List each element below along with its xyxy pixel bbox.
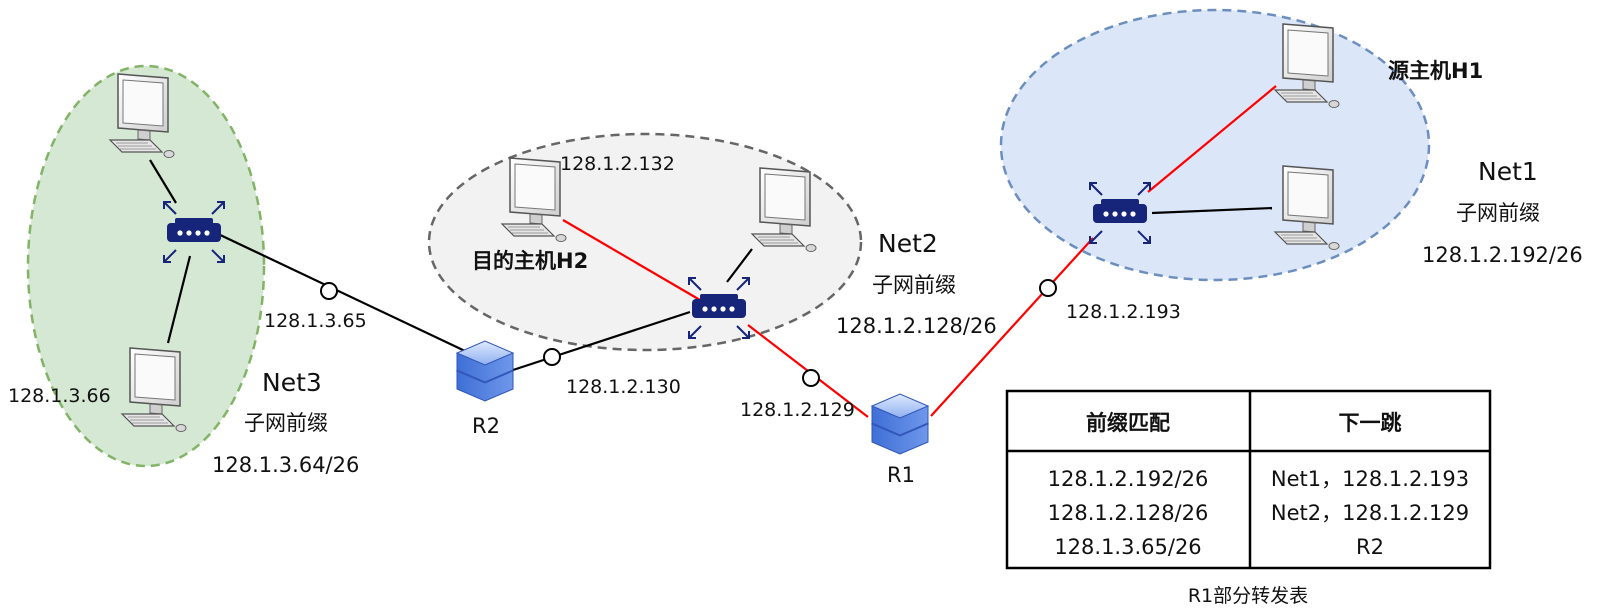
- table-row-1-nexthop: Net1，128.1.2.193: [1271, 467, 1469, 491]
- net2-prefix-label: 子网前缀: [872, 273, 956, 297]
- net1-name: Net1: [1478, 157, 1538, 186]
- net2-prefix: 128.1.2.128/26: [836, 314, 997, 338]
- net1-host-label: 源主机H1: [1388, 59, 1483, 83]
- net2-host-label: 目的主机H2: [472, 249, 588, 273]
- table-row-3-nexthop: R2: [1356, 535, 1384, 559]
- table-header-prefix: 前缀匹配: [1086, 411, 1170, 435]
- net3-prefix: 128.1.3.64/26: [212, 453, 359, 477]
- net3-region: [26, 64, 266, 468]
- r2-label: R2: [472, 414, 500, 438]
- table-row-3-prefix: 128.1.3.65/26: [1054, 535, 1201, 559]
- net2-name: Net2: [878, 229, 938, 258]
- interface-r1-net2: [802, 369, 820, 387]
- link-net2-pc-switch: [726, 248, 753, 283]
- net1-prefix: 128.1.2.192/26: [1422, 243, 1583, 267]
- interface-r2-net2: [543, 348, 561, 366]
- link-r2-net2-switch: [512, 310, 691, 372]
- link-net3-bottom-pc: [166, 255, 192, 344]
- r1-router-icon: [871, 393, 929, 455]
- interface-r1-net1: [1039, 279, 1057, 297]
- net3-name: Net3: [262, 368, 322, 397]
- table-caption: R1部分转发表: [1188, 585, 1308, 607]
- net1-prefix-label: 子网前缀: [1456, 201, 1540, 225]
- table-row-2-prefix: 128.1.2.128/26: [1048, 501, 1209, 525]
- table-header-nexthop: 下一跳: [1339, 411, 1402, 435]
- link-net2-h2-switch: [562, 219, 701, 301]
- link-r1-net1-switch: [930, 237, 1094, 417]
- net3-host-ip: 128.1.3.66: [8, 385, 111, 407]
- interface-r1-net2-label: 128.1.2.129: [740, 399, 855, 421]
- interface-r1-net1-label: 128.1.2.193: [1066, 301, 1181, 323]
- link-net3-switch-r2: [215, 232, 466, 352]
- interface-r2-net3: [320, 282, 338, 300]
- link-net3-top-pc: [149, 159, 177, 204]
- net3-prefix-label: 子网前缀: [244, 411, 328, 435]
- interface-markers: [320, 279, 1057, 387]
- link-net1-switch-pc: [1151, 206, 1273, 215]
- net1-region: [999, 8, 1431, 282]
- link-net1-switch-h1: [1147, 85, 1277, 193]
- table-frame: [1005, 389, 1492, 570]
- interface-r2-net3-label: 128.1.3.65: [264, 310, 367, 332]
- net2-host-ip: 128.1.2.132: [560, 153, 675, 175]
- table-row-2-nexthop: Net2，128.1.2.129: [1271, 501, 1469, 525]
- table-row-1-prefix: 128.1.2.192/26: [1048, 467, 1209, 491]
- r2-router-icon: [456, 340, 514, 402]
- interface-r2-net2-label: 128.1.2.130: [566, 376, 681, 398]
- forwarding-table: 前缀匹配 下一跳 128.1.2.192/26 Net1，128.1.2.193…: [1005, 389, 1492, 607]
- r1-label: R1: [887, 463, 915, 487]
